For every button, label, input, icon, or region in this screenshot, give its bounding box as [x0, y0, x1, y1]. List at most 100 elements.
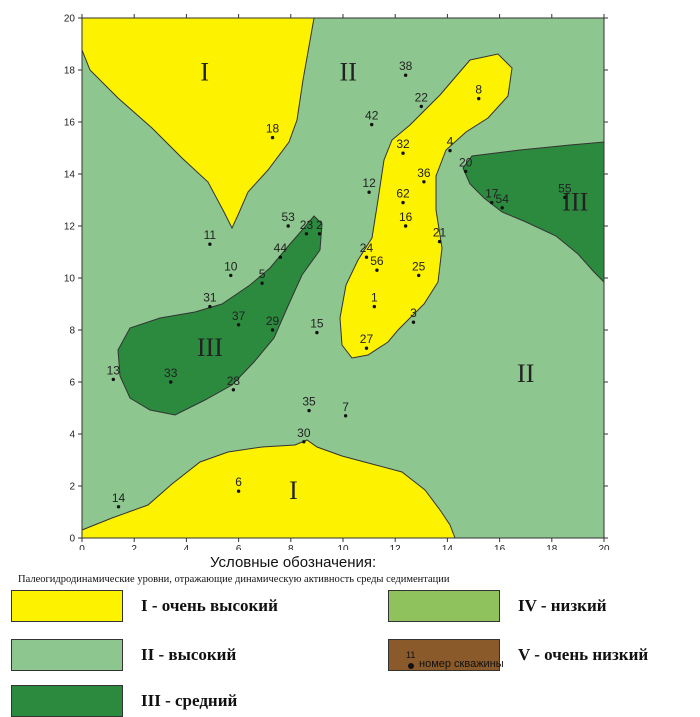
- well-label: 56: [370, 254, 384, 268]
- well-dot: [372, 304, 377, 309]
- well-label: 29: [266, 314, 280, 328]
- well-label: 32: [396, 137, 410, 151]
- well-label: 35: [302, 395, 316, 409]
- well-label: 22: [415, 90, 429, 104]
- well-dot: [169, 380, 173, 384]
- x-tick-label: 12: [390, 544, 402, 550]
- well-label: 30: [297, 426, 311, 440]
- y-tick-label: 10: [64, 274, 76, 285]
- zone-label: I: [289, 476, 298, 505]
- well-label: 21: [433, 226, 447, 240]
- well-dot: [307, 408, 311, 413]
- well-label: 28: [227, 374, 241, 388]
- y-tick-label: 4: [69, 430, 75, 441]
- well-label: 36: [417, 166, 431, 180]
- well-dot: [270, 328, 275, 332]
- well-label: 15: [310, 317, 324, 331]
- well-label: 25: [412, 259, 426, 273]
- well-dot: [304, 232, 309, 236]
- well-label: 2: [316, 218, 323, 232]
- well-label: 37: [232, 309, 246, 323]
- well-dot: [403, 224, 408, 228]
- well-dot: [260, 281, 264, 285]
- zone-level-I-central-channel: [339, 53, 513, 359]
- legend-title: Условные обозначения:: [210, 554, 377, 571]
- zone-label: III: [197, 333, 223, 362]
- zone-level-I-south: [81, 439, 456, 539]
- well-label: 12: [362, 176, 376, 190]
- well-label: 44: [274, 241, 288, 255]
- well-dot: [116, 505, 121, 509]
- well-dot: [286, 224, 290, 228]
- well-dot: [231, 388, 236, 392]
- x-tick-label: 20: [598, 544, 610, 550]
- y-tick-label: 18: [64, 66, 76, 77]
- well-label: 42: [365, 109, 379, 123]
- y-tick-label: 0: [69, 534, 75, 545]
- well-label: 11: [204, 228, 217, 242]
- zone-label: II: [340, 57, 357, 86]
- well-dot: [302, 440, 306, 444]
- zone-level-III-east: [462, 141, 605, 284]
- well-dot: [364, 346, 369, 350]
- well-dot: [364, 255, 369, 259]
- well-dot: [490, 200, 494, 205]
- well-dot: [477, 96, 481, 101]
- legend-item-level-II: II - высокий: [11, 639, 236, 671]
- y-tick-label: 12: [64, 222, 76, 233]
- legend-label-level-III: III - средний: [141, 691, 238, 710]
- y-tick-label: 2: [69, 482, 75, 493]
- x-tick-label: 4: [184, 544, 190, 550]
- well-label: 20: [459, 155, 473, 169]
- legend-swatch-level-I: [11, 590, 123, 622]
- well-dot: [270, 135, 275, 140]
- legend-swatch-level-III: [11, 685, 123, 717]
- well-dot: [448, 148, 452, 153]
- well-label: 31: [203, 291, 217, 305]
- well-dot: [236, 323, 241, 327]
- legend-swatch-level-IV: [388, 590, 500, 622]
- well-label: 3: [410, 306, 417, 320]
- well-dot: [563, 195, 567, 200]
- legend-item-level-I: I - очень высокий: [11, 590, 278, 622]
- well-label: 5: [259, 267, 266, 281]
- zone-level-III-west: [117, 215, 323, 416]
- well-label: 14: [112, 491, 126, 505]
- well-dot: [315, 330, 319, 335]
- zone-label: I: [200, 57, 209, 86]
- legend-label-level-I: I - очень высокий: [141, 596, 278, 615]
- well-dot: [401, 200, 405, 205]
- well-label: 7: [342, 400, 349, 414]
- well-dot: [208, 304, 212, 309]
- well-label: 1: [371, 291, 378, 305]
- y-tick-label: 20: [64, 14, 76, 25]
- well-dot: [111, 377, 116, 382]
- well-label: 62: [396, 187, 410, 201]
- legend-label-level-II: II - высокий: [141, 645, 237, 664]
- x-tick-label: 18: [546, 544, 558, 550]
- well-dot: [278, 255, 283, 259]
- zone-label: II: [517, 359, 534, 388]
- well-dot: [370, 122, 374, 127]
- well-label: 38: [399, 59, 413, 73]
- well-label: 18: [266, 122, 280, 136]
- well-dot: [229, 273, 233, 278]
- well-label: 27: [360, 332, 374, 346]
- legend-label-level-IV: IV - низкий: [518, 596, 607, 615]
- well-label: 6: [235, 475, 242, 489]
- well-dot: [208, 242, 212, 246]
- legend-label-level-V: V - очень низкий: [518, 645, 649, 664]
- well-dot: [375, 268, 379, 272]
- x-tick-label: 16: [494, 544, 506, 550]
- well-dot: [367, 190, 371, 194]
- legend-item-level-V: V - очень низкий: [388, 639, 648, 671]
- x-tick-label: 6: [236, 544, 242, 550]
- well-dot: [343, 414, 348, 418]
- well-label: 13: [107, 363, 121, 377]
- well-label: 33: [164, 366, 178, 380]
- well-dot: [500, 206, 504, 210]
- well-dot: [422, 180, 426, 184]
